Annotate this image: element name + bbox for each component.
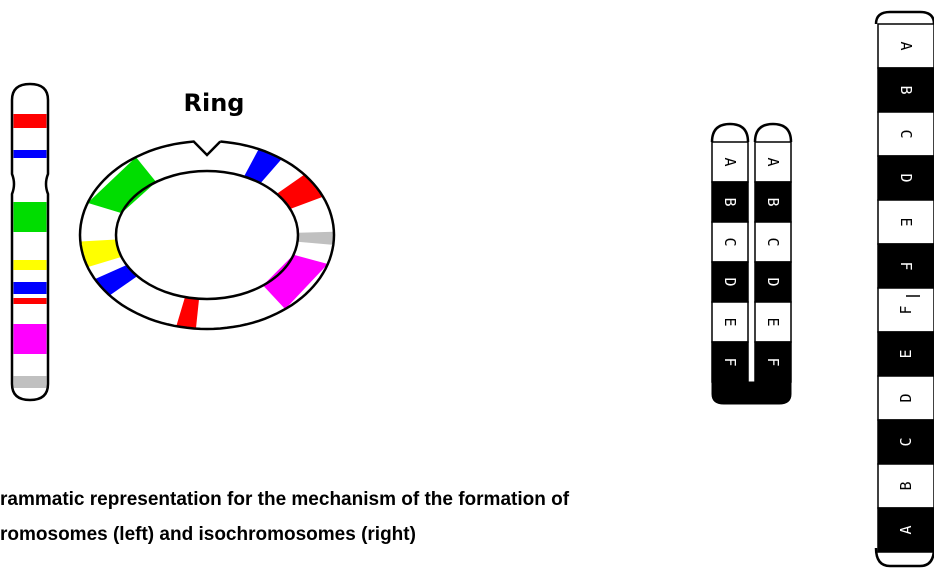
gene-segment (711, 141, 749, 183)
gene-label: F (721, 357, 739, 366)
gene-segment (754, 141, 792, 183)
ring-band-green (87, 157, 157, 214)
ring-band-magenta (263, 254, 328, 310)
gene-segment (754, 261, 792, 303)
gene-segment (877, 199, 934, 245)
linear-chromosome (10, 82, 50, 402)
gene-label: D (721, 277, 739, 286)
gene-label: E (764, 317, 782, 326)
gene-label: B (897, 85, 915, 94)
gene-label: C (897, 437, 915, 446)
linear-band-blue (13, 282, 47, 294)
isochromosome-left-cap (710, 122, 750, 143)
gene-label: A (897, 525, 915, 534)
gene-label: A (897, 41, 915, 50)
gene-label: E (897, 349, 915, 358)
gene-segment (754, 341, 792, 383)
gene-segment (877, 419, 934, 465)
isochromosome-base (711, 381, 792, 405)
figure-caption: rammatic representation for the mechanis… (0, 482, 880, 552)
gene-segment (754, 301, 792, 343)
ring-band-red (176, 297, 200, 329)
gene-segment (877, 155, 934, 201)
gene-label: F (897, 261, 915, 270)
gene-label: B (721, 197, 739, 206)
isochromosome-left-arm: A B C D E F (711, 141, 749, 383)
linear-band-red (13, 298, 47, 304)
gene-label: C (764, 237, 782, 246)
gene-segment (711, 301, 749, 343)
linear-band-red (13, 114, 47, 128)
isochromosome-pair: A B C D E F A B C D E F (710, 122, 793, 405)
gene-segment (877, 375, 934, 421)
ring-band-yellow (80, 239, 122, 268)
isochromosome-right-arm: A B C D E F (754, 141, 792, 383)
linear-band-gray (13, 376, 47, 388)
gene-label: A (721, 157, 739, 166)
gene-label: D (764, 277, 782, 286)
ring-band-red (276, 174, 324, 209)
linear-band-magenta (13, 324, 47, 354)
gene-segment (877, 507, 934, 553)
gene-segment (877, 23, 934, 69)
ring-outer-outline (78, 140, 336, 331)
gene-segment (711, 261, 749, 303)
caption-line-1: rammatic representation for the mechanis… (0, 489, 570, 510)
linear-band-blue (13, 150, 47, 158)
gene-label: B (897, 481, 915, 490)
gene-segment (877, 331, 934, 377)
gene-label: F (764, 357, 782, 366)
linear-band-yellow (13, 260, 47, 270)
gene-label: F (897, 305, 915, 314)
gene-segment (711, 221, 749, 263)
ring-inner-outline (114, 169, 300, 301)
gene-label: D (897, 393, 915, 402)
ring-band-blue (244, 149, 282, 184)
ring-chromosome: Ring (78, 89, 336, 331)
ring-label: Ring (184, 89, 245, 117)
ring-band-gray (297, 231, 334, 245)
gene-label: C (897, 129, 915, 138)
linear-band-green (13, 202, 47, 232)
linear-chromosome-outline (10, 82, 50, 402)
gene-label: E (897, 217, 915, 226)
gene-label: C (721, 237, 739, 246)
isochromosome-tall-top-cap (874, 10, 934, 25)
gene-label: E (721, 317, 739, 326)
gene-label: B (764, 197, 782, 206)
gene-segment (877, 67, 934, 113)
isochromosome-tall-segments: A B C D E F F E D C B A (877, 23, 934, 553)
gene-label: D (897, 173, 915, 182)
ring-band-blue (94, 265, 138, 296)
isochromosome-tall-bottom-cap (874, 547, 934, 568)
gene-segment (711, 181, 749, 223)
gene-segment (711, 341, 749, 383)
isochromosome-tall: A B C D E F F E D C B A (874, 10, 934, 568)
gene-label: A (764, 157, 782, 166)
caption-line-2: romosomes (left) and isochromosomes (rig… (0, 524, 416, 545)
gene-segment (754, 181, 792, 223)
isochromosome-right-cap (753, 122, 793, 143)
